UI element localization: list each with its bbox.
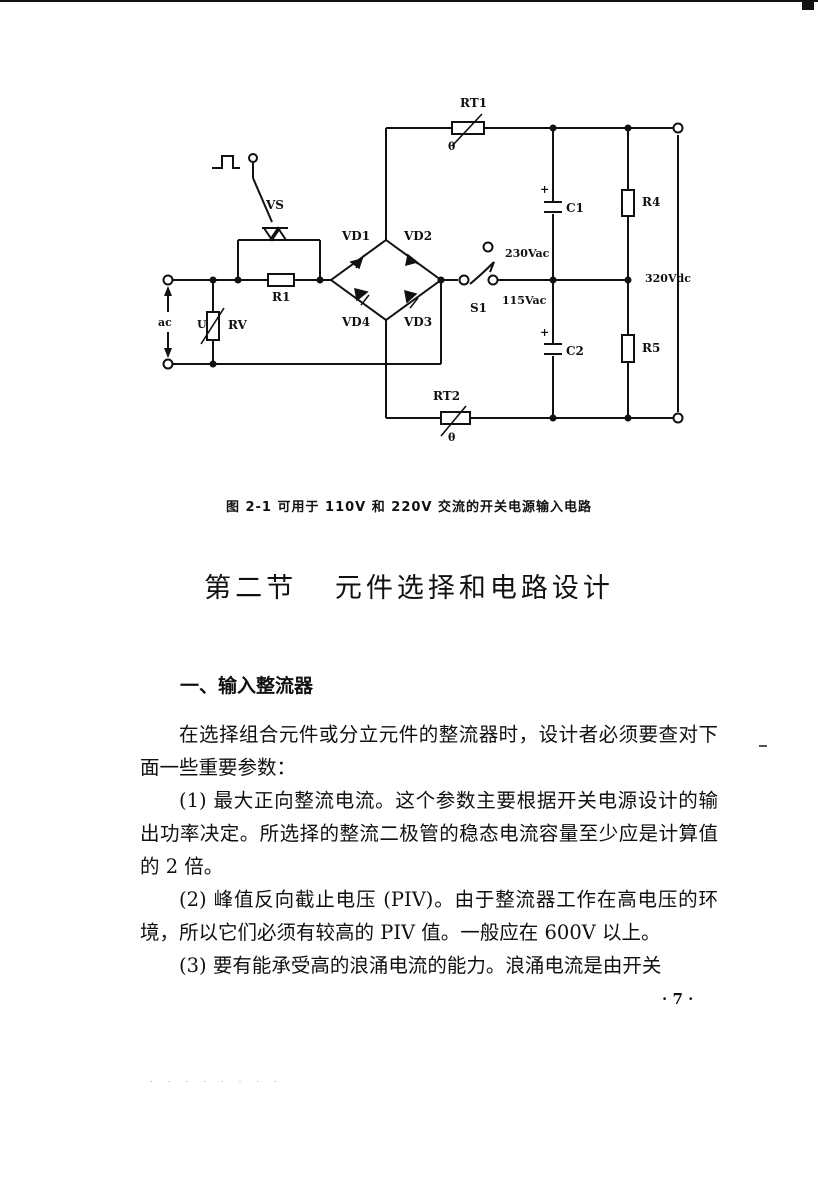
label-vd4: VD4 — [341, 315, 370, 329]
label-theta-1: θ — [448, 140, 455, 153]
label-ac: ac — [158, 316, 172, 329]
label-rt1: RT1 — [460, 96, 487, 110]
subheading: 一、输入整流器 — [180, 675, 314, 697]
label-plus-1: + — [540, 183, 549, 196]
label-theta-2: θ — [448, 431, 455, 444]
section-title: 第二节 元件选择和电路设计 — [204, 573, 614, 604]
label-r4: R4 — [642, 195, 660, 209]
label-vd2: VD2 — [403, 229, 432, 243]
label-r1: R1 — [272, 290, 290, 304]
paragraph-intro: 在选择组合元件或分立元件的整流器时，设计者必须要查对下面一些重要参数： — [140, 723, 718, 779]
label-plus-2: + — [540, 326, 549, 339]
label-c2: C2 — [566, 344, 584, 358]
paragraph-item-2: (2) 峰值反向截止电压 (PIV)。由于整流器工作在高电压的环境，所以它们必须… — [140, 888, 718, 944]
paragraph-item-1: (1) 最大正向整流电流。这个参数主要根据开关电源设计的输出功率决定。所选择的整… — [140, 789, 718, 878]
margin-mark — [759, 745, 767, 747]
scan-noise: . . . . . . . . — [150, 1075, 283, 1085]
scan-corner-mark — [802, 2, 814, 10]
label-230vac: 230Vac — [505, 247, 550, 260]
label-320vdc: 320Vdc — [645, 272, 691, 285]
label-r5: R5 — [642, 341, 660, 355]
label-rt2: RT2 — [433, 389, 460, 403]
figure-caption: 图 2-1 可用于 110V 和 220V 交流的开关电源输入电路 — [225, 500, 593, 515]
page-top-border — [0, 0, 818, 2]
paragraph-item-3: (3) 要有能承受高的浪涌电流的能力。浪涌电流是由开关 — [179, 954, 662, 977]
label-c1: C1 — [566, 201, 584, 215]
label-rv: RV — [228, 318, 248, 332]
label-115vac: 115Vac — [502, 294, 547, 307]
label-vd3: VD3 — [403, 315, 432, 329]
circuit-diagram: RT1 θ VS VD1 VD2 VD4 VD3 R1 RV U ac + C1… — [158, 96, 691, 444]
label-s1: S1 — [470, 301, 487, 315]
label-u: U — [197, 318, 207, 331]
label-vs: VS — [265, 198, 284, 212]
label-vd1: VD1 — [341, 229, 370, 243]
page-number: · 7 · — [662, 990, 694, 1008]
